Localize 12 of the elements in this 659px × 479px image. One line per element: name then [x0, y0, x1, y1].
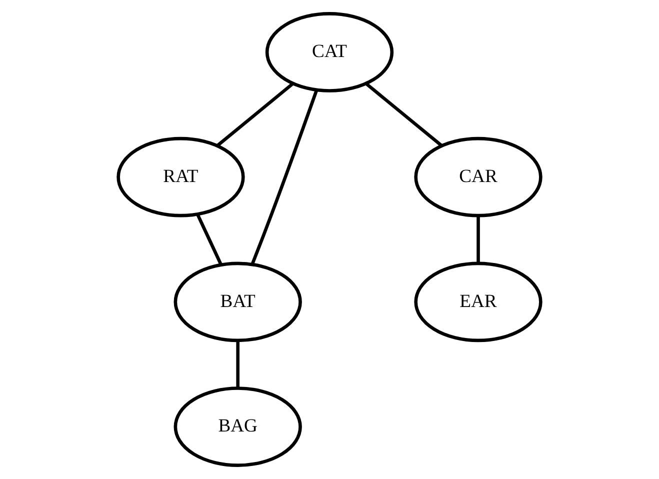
node-ellipse: BAT	[174, 262, 302, 342]
node-ellipse: RAT	[116, 136, 245, 218]
node-ellipse: CAR	[414, 136, 542, 218]
node-ellipse: CAT	[265, 12, 394, 92]
connector	[365, 82, 442, 147]
connector	[196, 214, 222, 266]
connector	[216, 82, 294, 147]
node-ellipse: BAG	[174, 386, 302, 467]
connector	[250, 90, 318, 265]
connector	[236, 340, 240, 388]
connector	[476, 216, 480, 264]
node-ellipse: EAR	[414, 262, 542, 342]
